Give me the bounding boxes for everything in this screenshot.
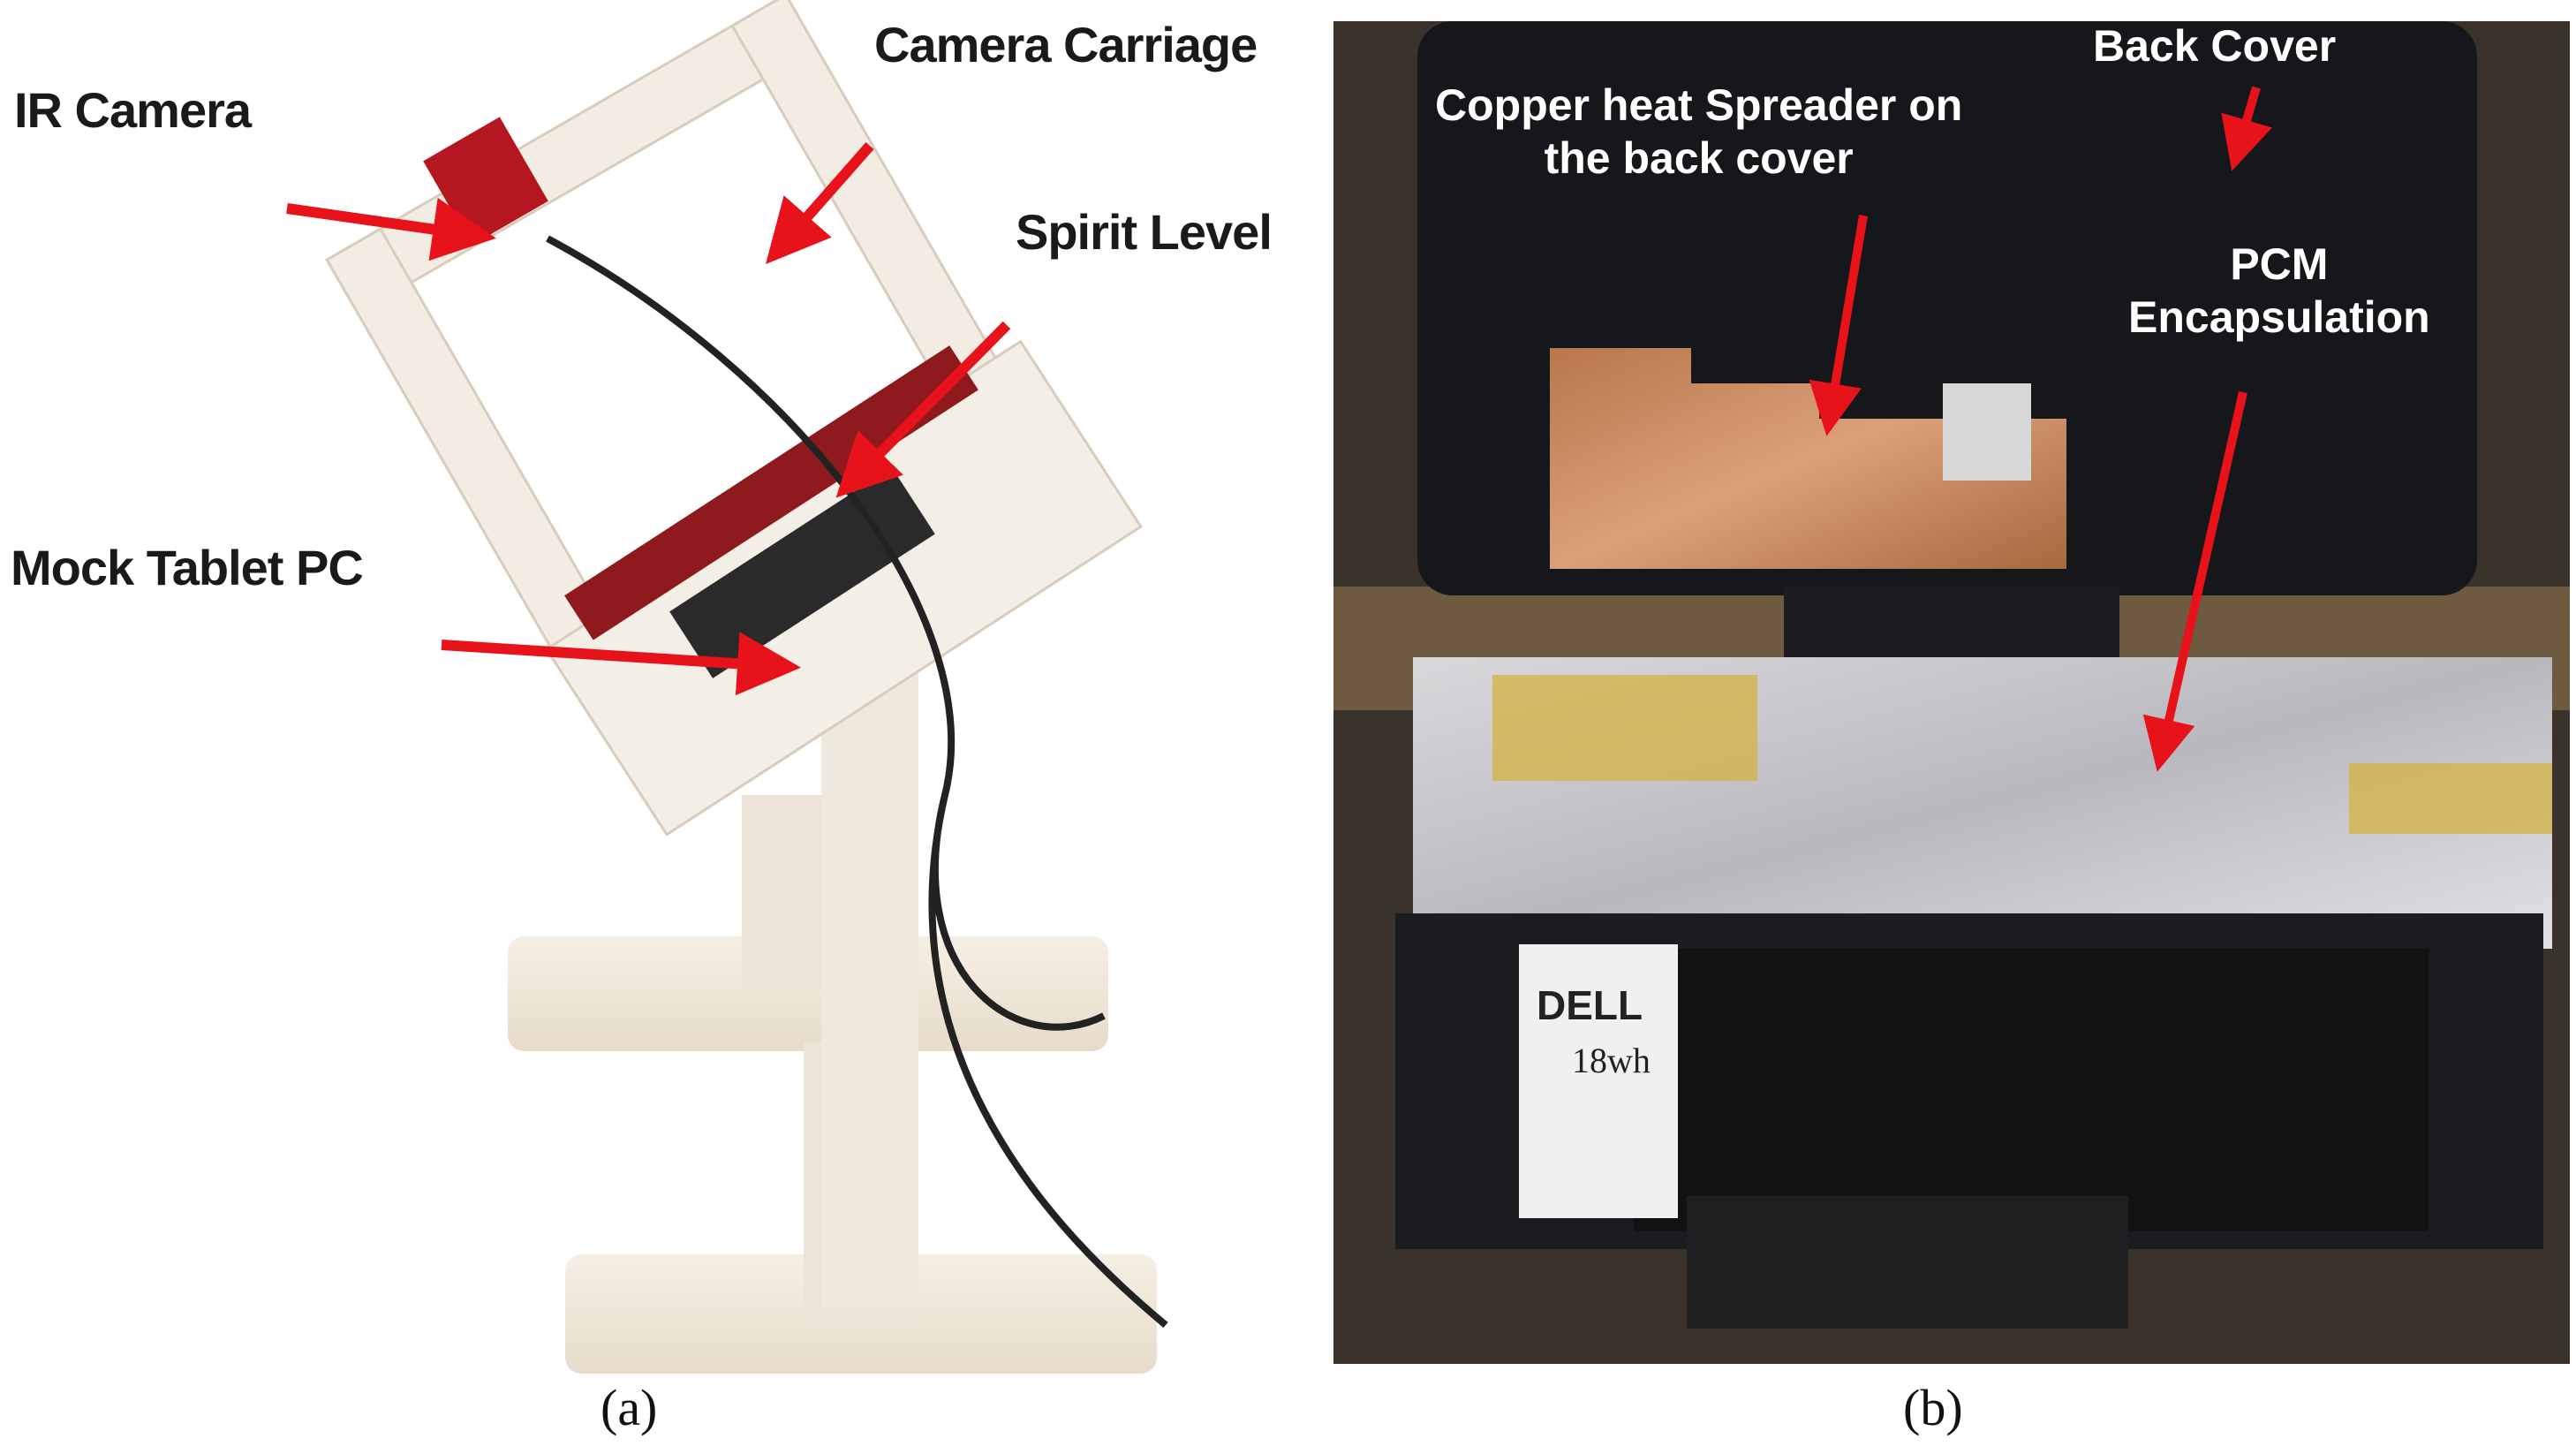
battery <box>1634 949 2429 1231</box>
camera-cable <box>546 235 1168 1329</box>
sublabel-a: (a) <box>601 1379 658 1436</box>
arrow-back-cover <box>2221 86 2272 171</box>
label-camera-carriage: Camera Carriage <box>874 17 1258 72</box>
arrow-camera-carriage <box>766 142 874 265</box>
panel-a-illustration <box>286 0 1168 1374</box>
arrow-ir-camera <box>286 197 496 261</box>
label-mock-tablet: Mock Tablet PC <box>11 540 364 595</box>
panel-b-photo: DELL 18wh Back Cover Copper heat Spreade… <box>1333 21 2570 1364</box>
label-back-cover: Back Cover <box>2093 21 2337 71</box>
panel-b-illustration: DELL 18wh <box>1333 21 2570 1364</box>
stand-column <box>821 618 918 1307</box>
arrow-pcm <box>2142 390 2247 772</box>
sublabel-b: (b) <box>1903 1379 1963 1436</box>
panel-a-photo: IR Camera Camera Carriage Spirit Level M… <box>0 0 1307 1378</box>
arrow-mock-tablet <box>441 632 801 696</box>
arrow-spirit-level <box>835 321 1011 498</box>
battery-rating: 18wh <box>1572 1041 1651 1080</box>
battery-brand: DELL <box>1537 982 1643 1028</box>
label-ir-camera: IR Camera <box>14 82 252 138</box>
label-spirit-level: Spirit Level <box>1016 204 1273 260</box>
label-pcm: PCM Encapsulation <box>2128 239 2430 342</box>
label-copper: Copper heat Spreader on the back cover <box>1435 80 1963 183</box>
arrow-copper <box>1809 215 1868 436</box>
copper-spreader <box>1550 348 2066 569</box>
